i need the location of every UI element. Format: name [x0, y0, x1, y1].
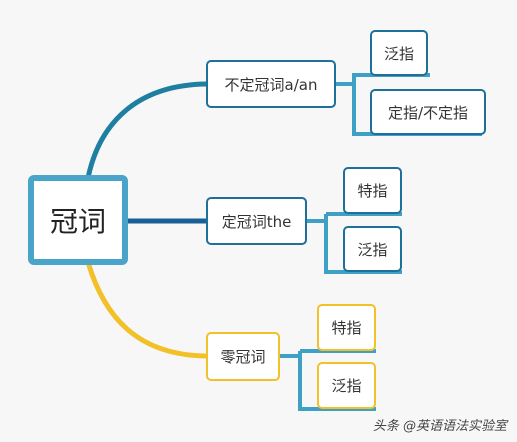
node-zero-generic: 泛指 [317, 362, 376, 409]
bracket-zero [280, 349, 376, 411]
root-node-articles: 冠词 [28, 175, 128, 265]
node-indefinite-article: 不定冠词a/an [206, 60, 336, 108]
node-indefinite-specific-nonspecific: 定指/不定指 [370, 89, 486, 135]
node-zero-article: 零冠词 [206, 332, 280, 381]
node-definite-generic: 泛指 [343, 226, 402, 272]
node-definite-article: 定冠词the [206, 197, 307, 245]
node-definite-specific: 特指 [343, 167, 402, 214]
connector-root-to-indefinite [85, 81, 207, 179]
connector-root-to-zero [85, 261, 207, 359]
watermark-text: 头条 @英语语法实验室 [372, 419, 507, 434]
node-indefinite-generic: 泛指 [370, 30, 428, 76]
bracket-definite [307, 212, 402, 274]
node-zero-specific: 特指 [317, 304, 376, 351]
